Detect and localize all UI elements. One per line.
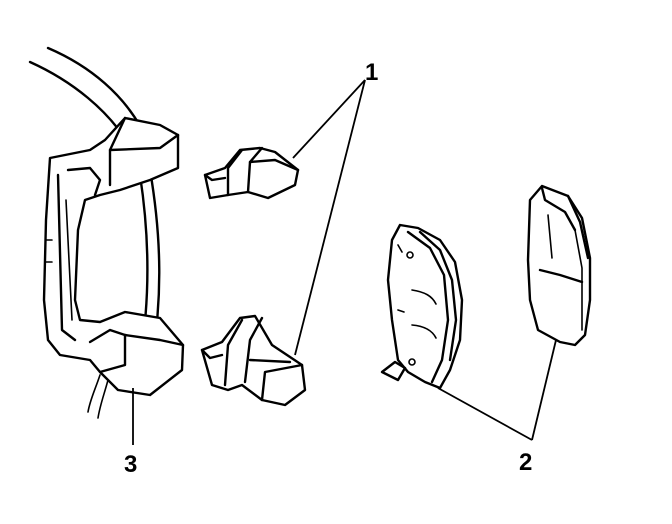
outer-brake-pad (526, 184, 592, 347)
callout-bracket: 3 (124, 451, 137, 478)
leader-2-to-outer-pad (531, 339, 557, 441)
leader-lines (132, 79, 557, 445)
leader-1-to-upper-clip (292, 79, 366, 159)
upper-clip (203, 146, 300, 200)
caliper-bracket (42, 116, 185, 397)
inner-brake-pad (380, 223, 464, 390)
leader-1-to-lower-clip (294, 79, 366, 356)
lower-clip (200, 314, 307, 407)
leader-2-to-inner-pad (437, 387, 533, 441)
callout-clips: 1 (365, 59, 378, 86)
callout-pads: 2 (519, 449, 532, 476)
